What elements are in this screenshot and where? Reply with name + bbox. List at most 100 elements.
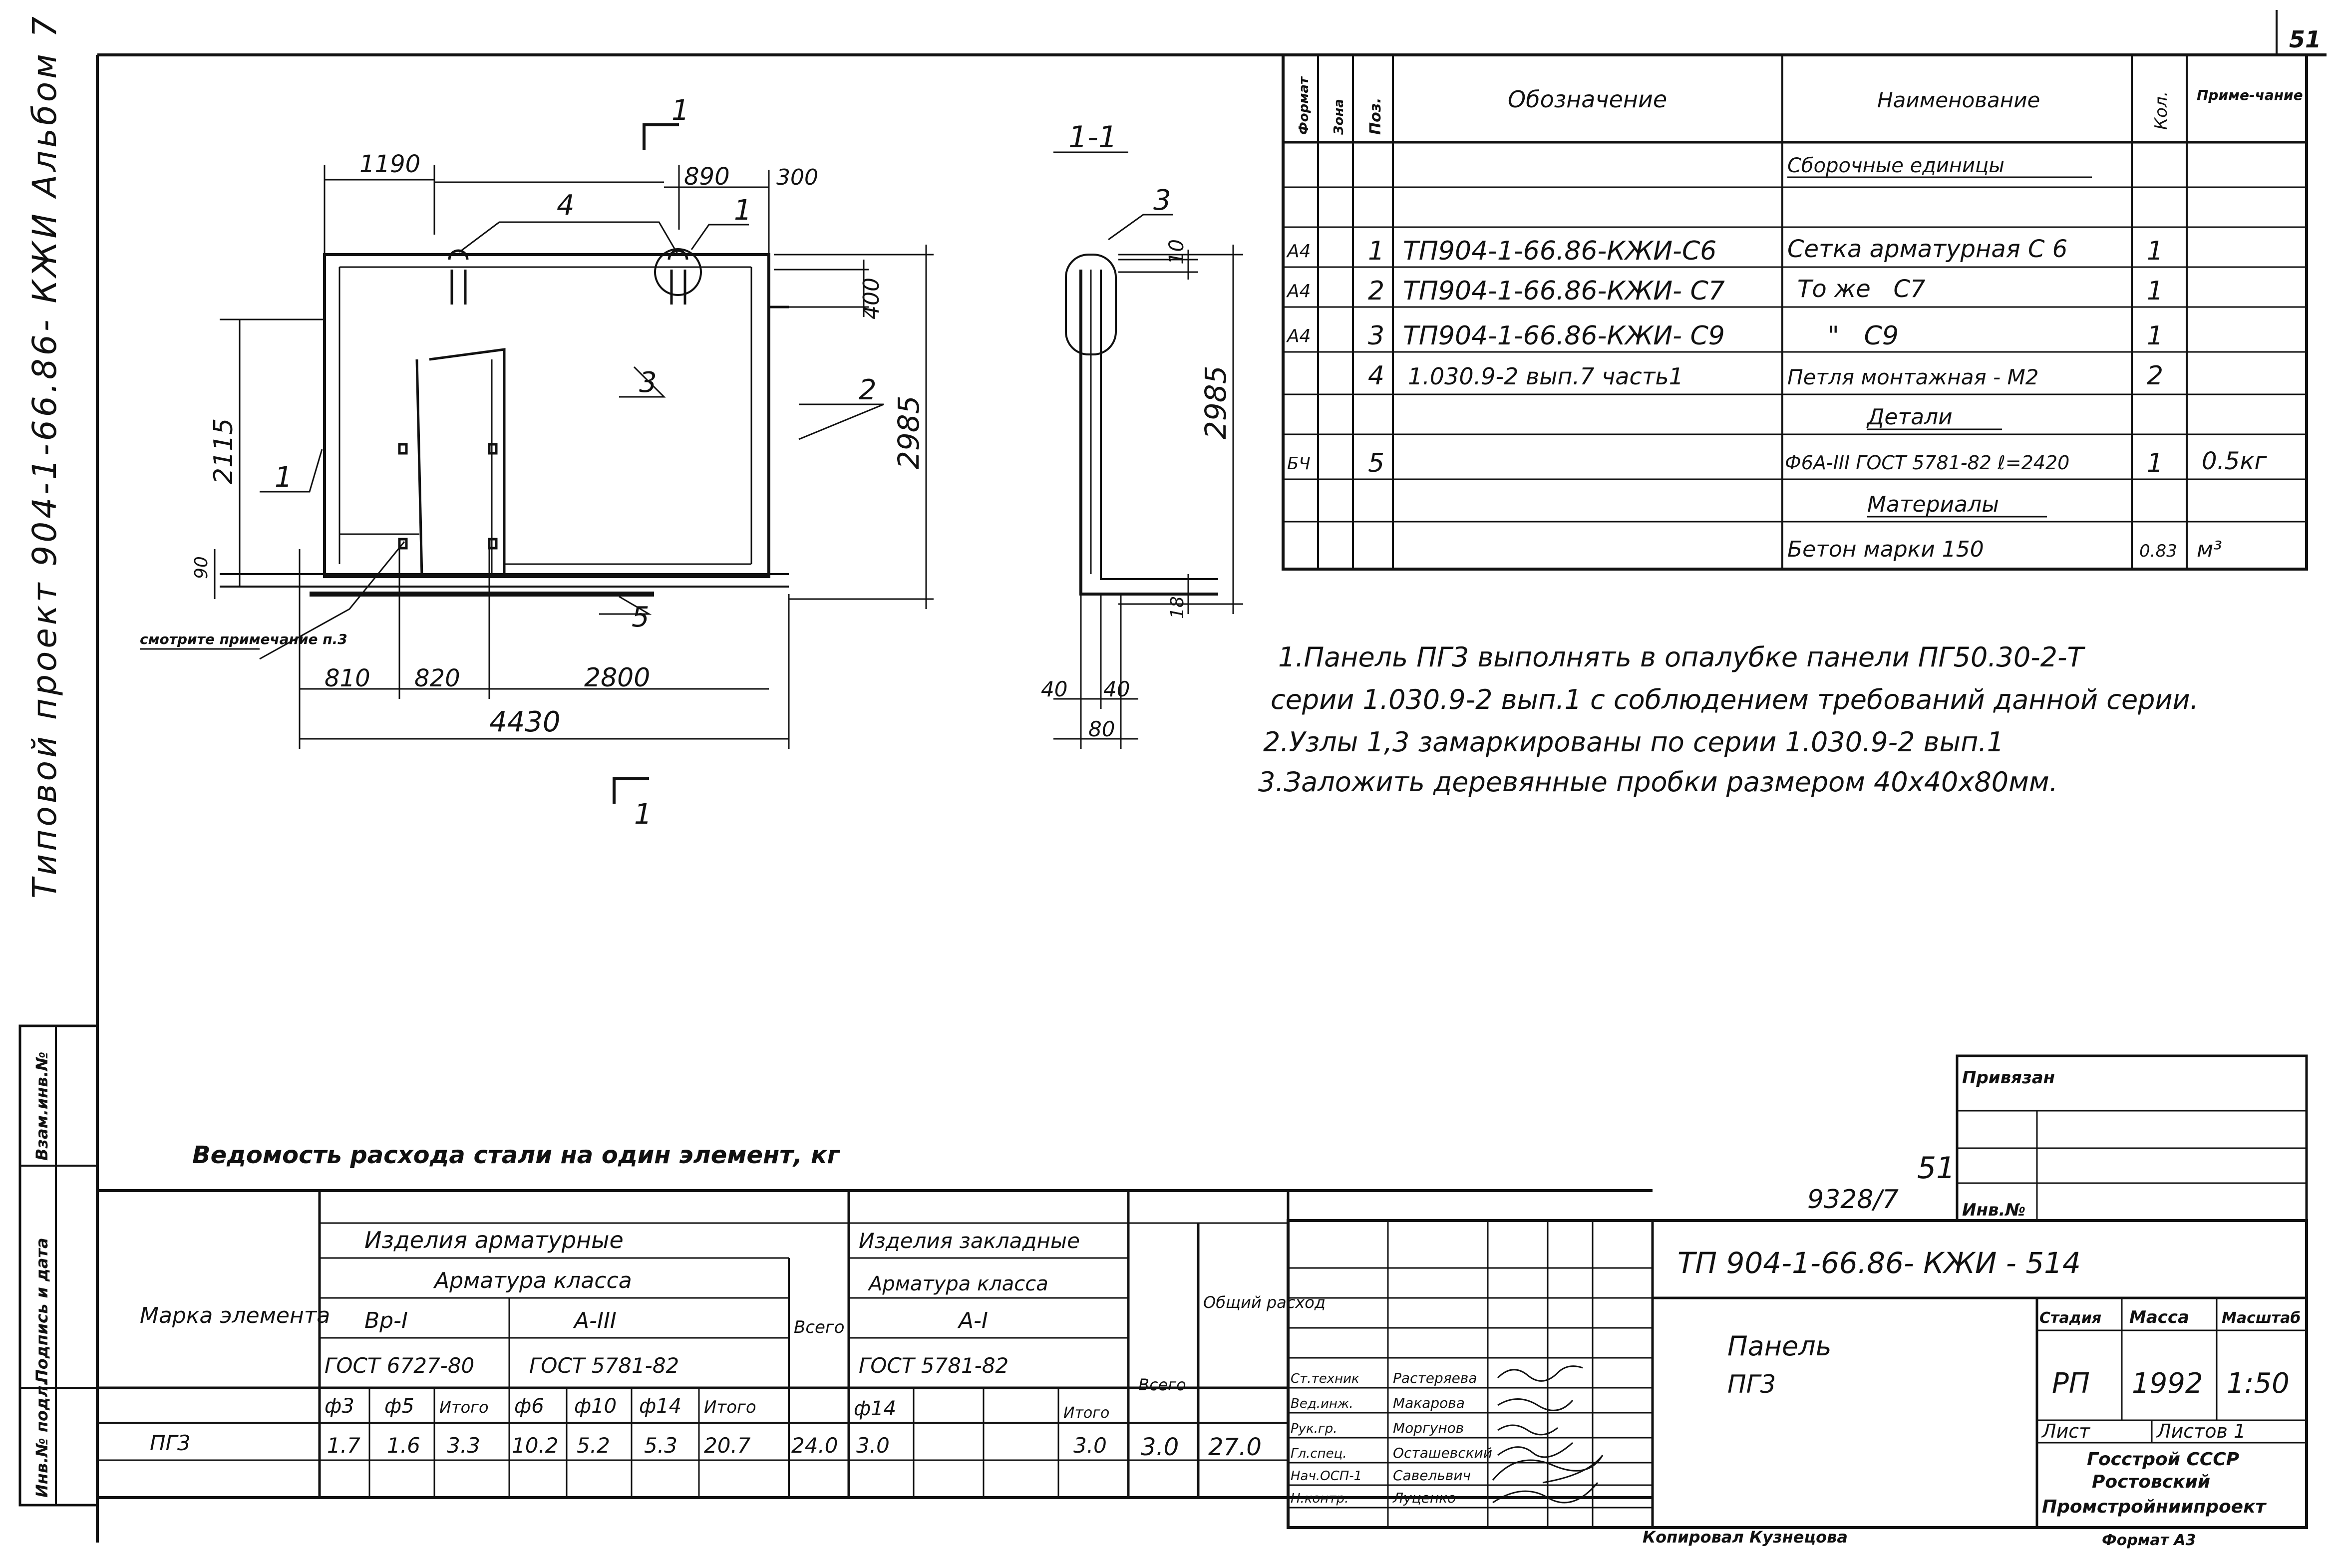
spec-cell-name: То же С7 <box>1797 275 1926 303</box>
spec-cell-designation: ТП904-1-66.86-КЖИ-С6 <box>1403 236 1716 266</box>
steel-cell: 5.3 <box>644 1433 677 1458</box>
steel-sub-f6: ф6 <box>514 1395 544 1418</box>
signatories: Ст.техник Растеряева Вед.инж. Макарова Р… <box>1291 1370 1492 1506</box>
spec-header-note: Приме-чание <box>2197 87 2303 103</box>
steel-cell: 1.6 <box>387 1433 420 1458</box>
note-line-4: 3.Заложить деревянные пробки размером 40… <box>1258 766 2058 798</box>
section-mark-bottom: 1 <box>634 798 652 831</box>
signatory-name: Макарова <box>1393 1395 1465 1411</box>
title-mass-value: 1992 <box>2132 1367 2203 1400</box>
signatory-role: Гл.спец. <box>1291 1446 1347 1461</box>
steel-sub-f3: ф3 <box>325 1395 354 1418</box>
spec-cell-pos: 4 <box>1368 361 1384 391</box>
steel-cell: 20.7 <box>704 1433 751 1458</box>
steel-header-emb-class: Арматура класса <box>867 1272 1048 1295</box>
signatory-name: Луценко <box>1392 1490 1456 1506</box>
section-title: 1-1 <box>1068 120 1117 155</box>
steel-header-vsego-rebar: Всего <box>794 1317 845 1337</box>
steel-sub-f14: ф14 <box>639 1395 681 1418</box>
steel-table-grid <box>97 1189 1653 1499</box>
callout-2: 2 <box>859 374 877 406</box>
steel-cell: 3.0 <box>856 1433 890 1458</box>
signatory-name: Савельвич <box>1393 1467 1471 1484</box>
steel-cell: 5.2 <box>577 1433 610 1458</box>
spec-table-grid <box>1282 53 2308 571</box>
spec-cell-name: " С9 <box>1827 321 1899 351</box>
steel-cell: 1.7 <box>327 1433 360 1458</box>
signatory-role: Ст.техник <box>1291 1371 1359 1386</box>
dim-820: 820 <box>414 664 460 692</box>
steel-sub-itogo: Итого <box>704 1397 756 1417</box>
title-scale-header: Масштаб <box>2222 1309 2301 1327</box>
spec-cell-designation: ТП904-1-66.86-КЖИ- С9 <box>1403 321 1725 351</box>
section-mark-top: 1 <box>671 94 689 127</box>
steel-header-embedded: Изделия закладные <box>859 1229 1080 1253</box>
title-scale-value: 1:50 <box>2227 1367 2290 1400</box>
spec-cell-qty: 1 <box>2147 236 2163 266</box>
title-stage-value: РП <box>2052 1367 2090 1400</box>
signatory-role: Вед.инж. <box>1291 1396 1353 1411</box>
title-num-51: 51 <box>1917 1151 1955 1186</box>
spec-cell-name: Бетон марки 150 <box>1787 537 1984 562</box>
steel-cell: 27.0 <box>1208 1433 1262 1461</box>
title-org-line2: Ростовский <box>2092 1472 2210 1492</box>
callout-1-left: 1 <box>275 461 293 494</box>
spec-header-format: Формат <box>1297 76 1312 135</box>
spec-cell-format: А4 <box>1286 281 1311 302</box>
spec-cell-qty: 1 <box>2147 276 2163 306</box>
dim-810: 810 <box>325 664 370 692</box>
steel-header-gost-a: ГОСТ 6727-80 <box>325 1353 474 1378</box>
callout-5: 5 <box>632 601 650 633</box>
steel-header-a1: А-I <box>957 1308 988 1333</box>
steel-table-title: Ведомость расхода стали на один элемент,… <box>192 1141 841 1169</box>
title-list: Лист <box>2041 1420 2091 1442</box>
section-dim-40a: 40 <box>1041 677 1067 701</box>
title-code: ТП 904-1-66.86- КЖИ - 514 <box>1677 1246 2081 1280</box>
callout-1-top: 1 <box>734 194 752 227</box>
spec-cell-qty: 1 <box>2147 321 2163 351</box>
dim-890: 890 <box>684 163 730 191</box>
callout-3: 3 <box>639 366 657 399</box>
note-line-2: серии 1.030.9-2 вып.1 с соблюдением треб… <box>1271 684 2199 715</box>
spec-cell-pos: 1 <box>1368 236 1384 266</box>
spec-cell-format: БЧ <box>1287 454 1311 474</box>
steel-sub-itogo: Итого <box>1063 1404 1109 1422</box>
steel-cell: 24.0 <box>791 1433 838 1458</box>
steel-header-a3: А-III <box>573 1308 617 1333</box>
note-line-1: 1.Панель ПГ3 выполнять в опалубке панели… <box>1278 641 2086 673</box>
steel-header-rebar: Изделия арматурные <box>364 1227 624 1254</box>
spec-cell-pos: 2 <box>1368 276 1384 306</box>
strip-label-sign: Подпись и дата <box>32 1238 51 1383</box>
title-inv-number: 9328/7 <box>1807 1185 1899 1215</box>
approval-strip <box>18 1024 99 1507</box>
dim-2115: 2115 <box>209 418 239 484</box>
spec-cell-format: А4 <box>1286 326 1311 346</box>
spec-header-zone: Зона <box>1332 99 1346 135</box>
dim-400: 400 <box>859 278 884 319</box>
spec-cell-note: м³ <box>2197 537 2222 562</box>
signatory-role: Нач.ОСП-1 <box>1291 1469 1362 1484</box>
steel-cell: 3.0 <box>1141 1433 1179 1461</box>
note-ref-label: смотрите примечание п.3 <box>140 631 347 647</box>
spec-cell-designation: ТП904-1-66.86-КЖИ- С7 <box>1403 276 1725 306</box>
spec-cell-format: А4 <box>1286 241 1311 262</box>
section-dim-18: 18 <box>1167 596 1188 619</box>
steel-sub-f5: ф5 <box>384 1395 414 1418</box>
signature-scribbles <box>1492 1365 1604 1504</box>
signatory-role: Рук.гр. <box>1291 1421 1337 1436</box>
panel-elevation <box>214 123 934 804</box>
dim-2985: 2985 <box>892 395 926 469</box>
title-privyazan: Привязан <box>1962 1068 2055 1088</box>
dim-300: 300 <box>776 165 818 190</box>
note-line-3: 2.Узлы 1,3 замаркированы по серии 1.030.… <box>1263 726 2004 758</box>
strip-label-inv: Инв.№ подл. <box>32 1380 51 1498</box>
sheet-number: 51 <box>2289 26 2321 53</box>
spec-cell-designation: 1.030.9-2 вып.7 часть1 <box>1408 363 1683 390</box>
steel-cell: 3.3 <box>447 1433 480 1458</box>
steel-row-mark: ПГ3 <box>150 1431 191 1455</box>
spec-cell-name: Сетка арматурная С 6 <box>1787 235 2067 263</box>
spec-cell-pos: 5 <box>1368 448 1384 478</box>
title-inv-label: Инв.№ <box>1962 1200 2025 1220</box>
side-project-label: Типовой проект 904-1-66.86- КЖИ Альбом 7 <box>25 13 64 899</box>
